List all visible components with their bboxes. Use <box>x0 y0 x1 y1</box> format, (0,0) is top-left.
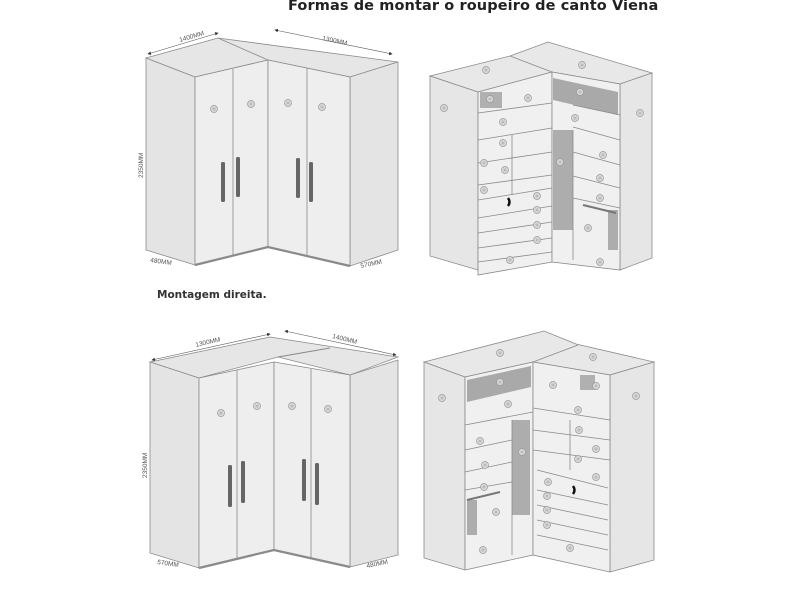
dim-height: 2350MM <box>142 453 149 478</box>
dim-depth-right: 570MM <box>360 259 383 270</box>
dim-width-left: 1400MM <box>179 30 205 44</box>
closed-wardrobe-left-assembly: 1400MM 1300MM 2350MM 480MM 570MM <box>138 28 399 270</box>
closed-wardrobe-right-assembly: 1300MM 1400MM 2350MM 570MM 480MM <box>142 329 400 570</box>
dim-width-right: 1300MM <box>322 35 348 47</box>
page-title: Formas de montar o roupeiro de canto Vie… <box>288 0 659 14</box>
dim-height: 2350MM <box>138 153 145 178</box>
section-label-right-assembly: Montagem direita. <box>157 289 267 301</box>
open-wardrobe-left-assembly <box>428 41 654 276</box>
dim-depth-left: 570MM <box>157 559 179 569</box>
dim-depth-right: 480MM <box>366 559 389 570</box>
dim-width-left: 1300MM <box>195 336 221 349</box>
dim-depth-left: 480MM <box>150 257 172 267</box>
open-wardrobe-right-assembly <box>422 330 656 573</box>
